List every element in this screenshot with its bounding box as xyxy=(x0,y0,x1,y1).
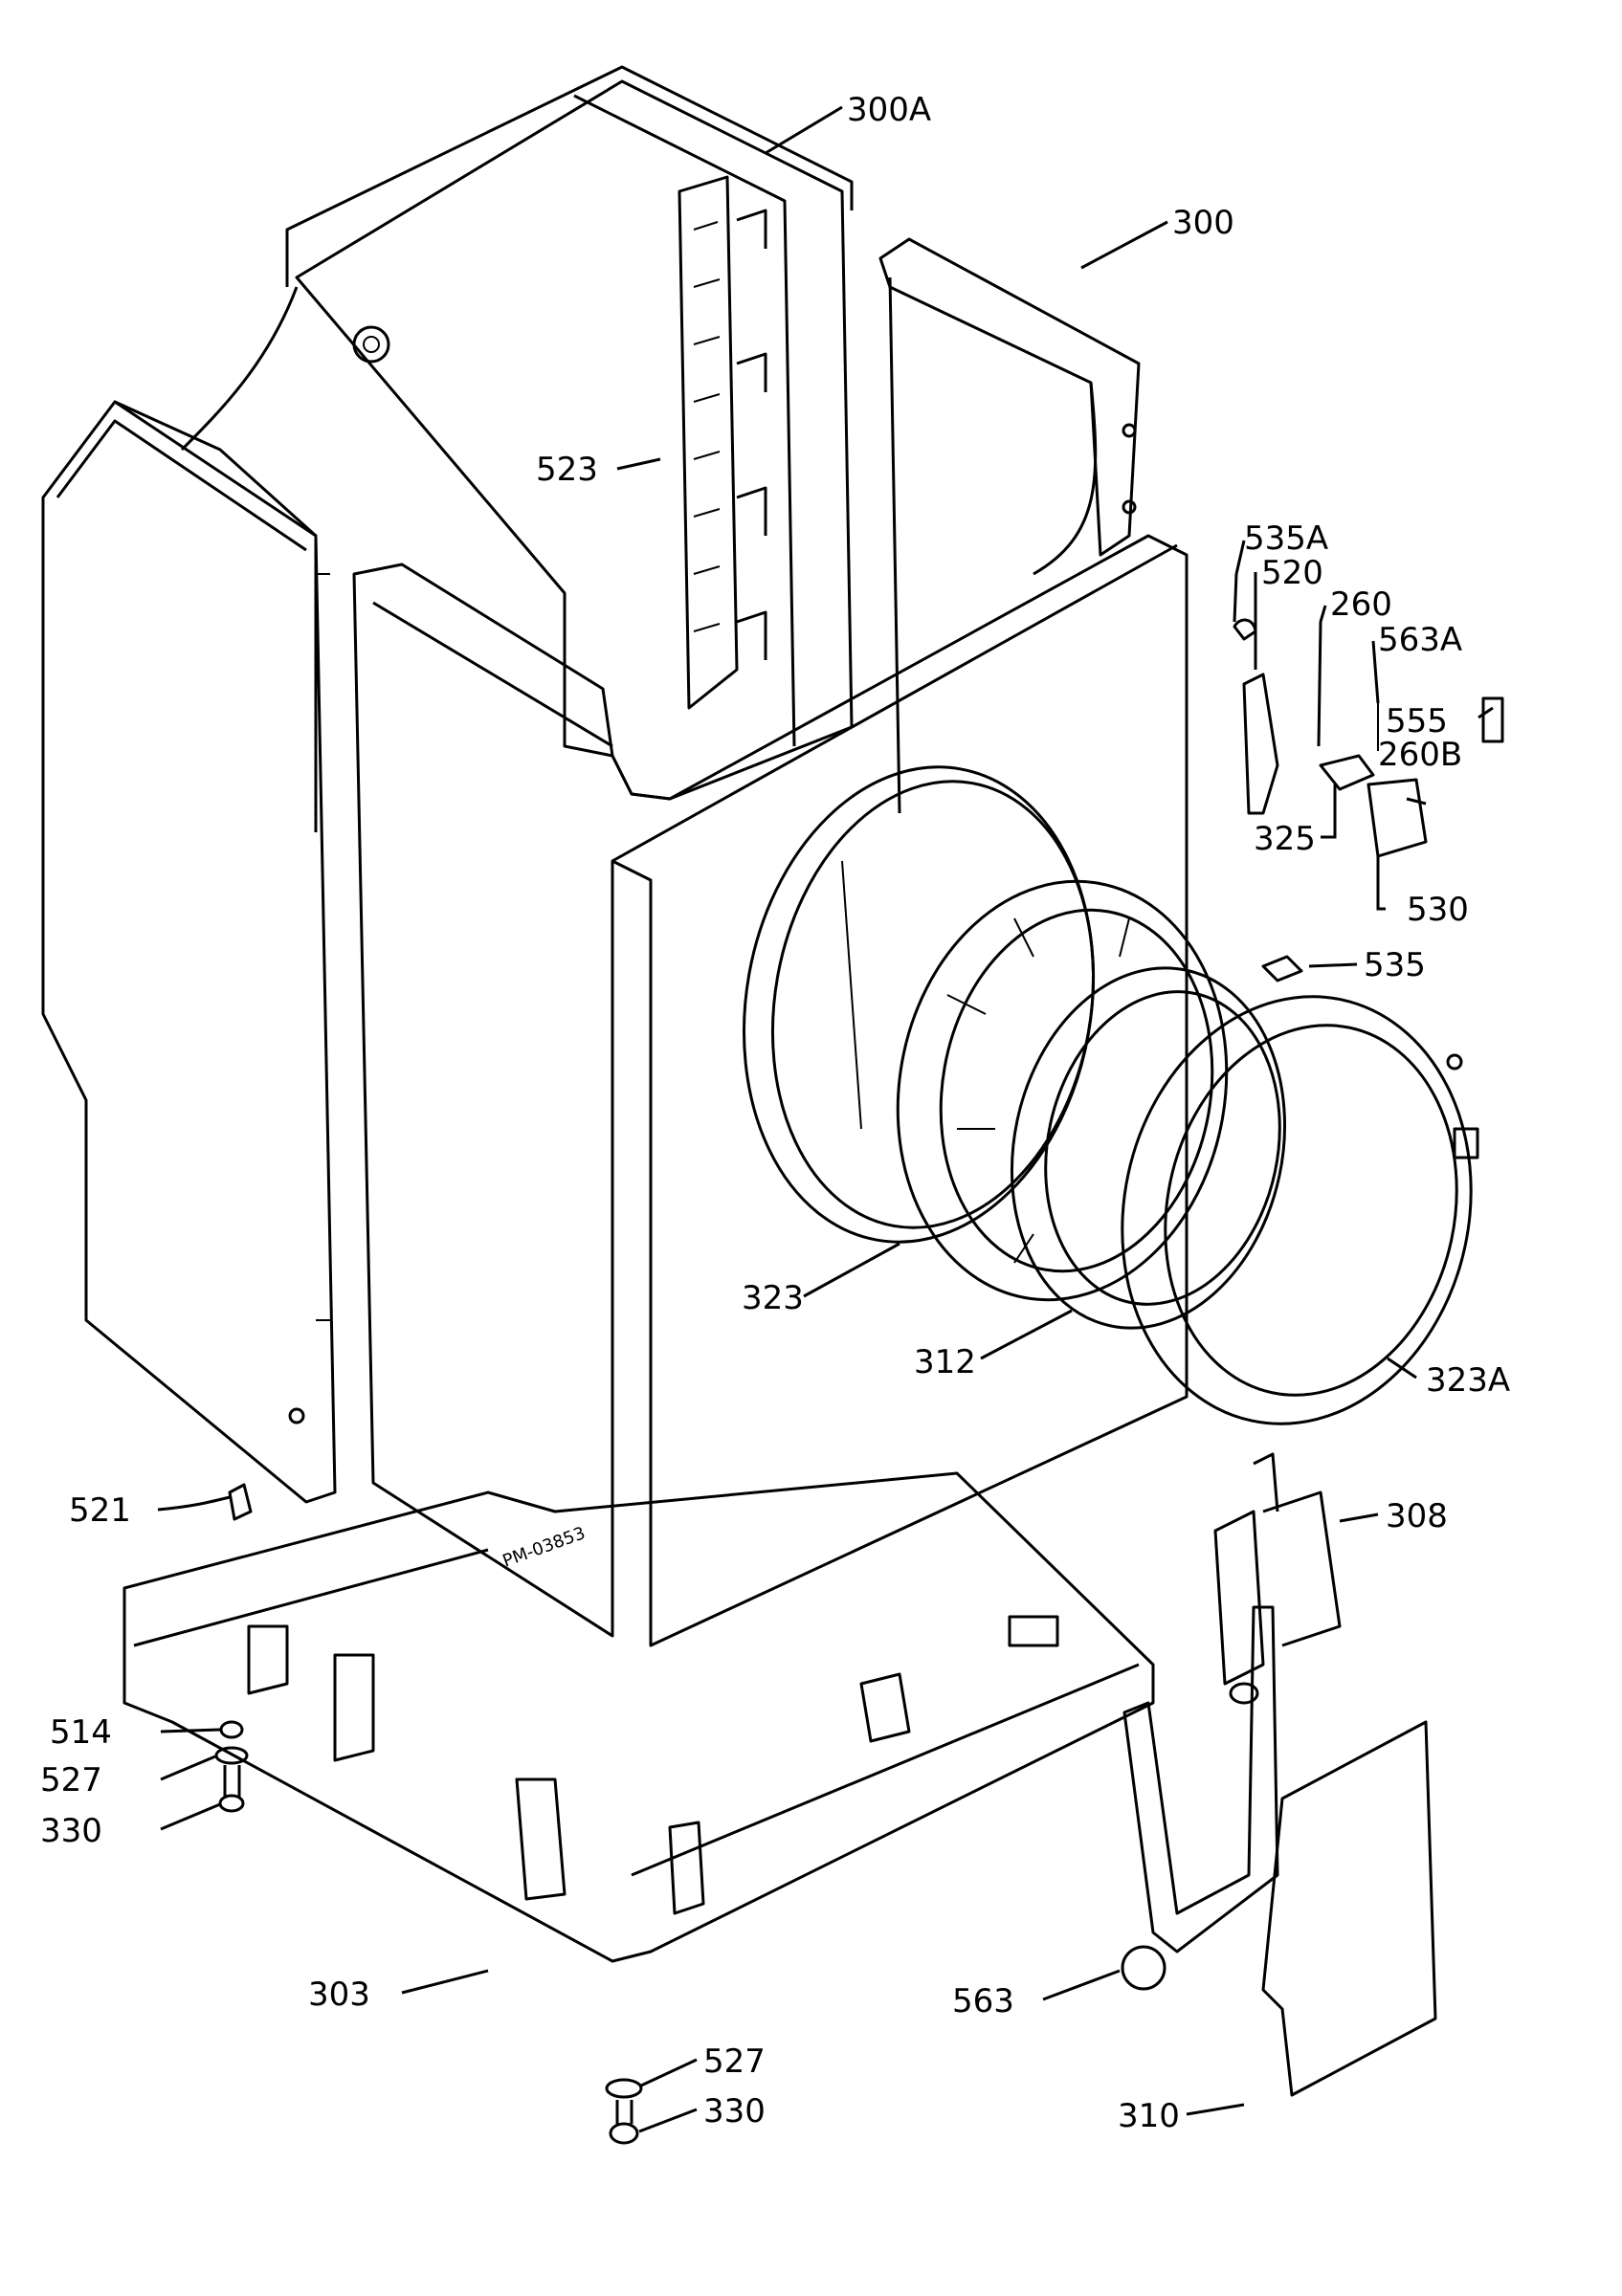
svg-text:PM-03853: PM-03853 xyxy=(500,1523,589,1572)
pin-535 xyxy=(1261,955,1303,982)
label-308: 308 xyxy=(1386,1497,1448,1535)
foot-330-a xyxy=(223,1765,241,1799)
base-frame-303 xyxy=(122,1471,1155,1963)
label-523: 523 xyxy=(536,451,598,489)
label-300: 300 xyxy=(1172,204,1234,242)
panel-bracket-523 xyxy=(678,175,767,710)
right-side-panel-300 xyxy=(878,237,1141,814)
label-521: 521 xyxy=(69,1491,131,1530)
back-frame-300A xyxy=(114,65,854,832)
label-260B: 260B xyxy=(1378,736,1462,774)
cover-plate-310 xyxy=(1261,1720,1437,2097)
door-glass-312 xyxy=(1010,966,1287,1330)
lock-part-555 xyxy=(1481,696,1504,743)
label-323A: 323A xyxy=(1426,1361,1510,1400)
label-330-bottom: 330 xyxy=(703,2092,766,2130)
washer-527-a xyxy=(214,1746,249,1765)
label-323: 323 xyxy=(742,1279,804,1317)
door-outer-ring-323A xyxy=(1121,995,1479,1425)
lock-pin-535A xyxy=(1233,618,1257,641)
label-325: 325 xyxy=(1254,820,1316,858)
label-300A: 300A xyxy=(847,91,931,129)
callout-labels: 300A 300 523 535A 520 260 563A 555 260B … xyxy=(40,91,1510,2135)
left-side-panel xyxy=(41,400,337,1504)
label-535A: 535A xyxy=(1244,519,1328,558)
bolt-514 xyxy=(219,1720,244,1739)
label-563: 563 xyxy=(952,1982,1014,2020)
screw-521 xyxy=(228,1483,253,1521)
label-514: 514 xyxy=(50,1713,112,1752)
label-535: 535 xyxy=(1364,946,1426,984)
label-330-left: 330 xyxy=(40,1812,102,1850)
foot-330-b xyxy=(615,2100,633,2124)
label-530: 530 xyxy=(1407,891,1469,929)
label-260: 260 xyxy=(1330,585,1392,624)
lower-bracket-563 xyxy=(1121,1605,1279,1991)
label-303: 303 xyxy=(308,1976,370,2014)
washer-527-b xyxy=(605,2078,643,2099)
label-312: 312 xyxy=(914,1343,976,1381)
lock-slider-325 xyxy=(1319,754,1375,791)
lock-body-530 xyxy=(1366,778,1428,858)
feet-and-bolts xyxy=(214,1483,643,2145)
label-563A: 563A xyxy=(1378,621,1462,659)
label-310: 310 xyxy=(1118,2097,1180,2135)
lock-lever-520 xyxy=(1242,673,1279,815)
label-520: 520 xyxy=(1261,554,1323,592)
label-527-bottom: 527 xyxy=(703,2042,766,2081)
door-inner-frame-323 xyxy=(896,879,1229,1302)
door-hinge-308 xyxy=(1213,1452,1342,1705)
leader-lines xyxy=(157,105,1494,2133)
label-527-left: 527 xyxy=(40,1761,102,1799)
door-opening xyxy=(742,765,1096,1244)
label-555: 555 xyxy=(1386,702,1448,740)
